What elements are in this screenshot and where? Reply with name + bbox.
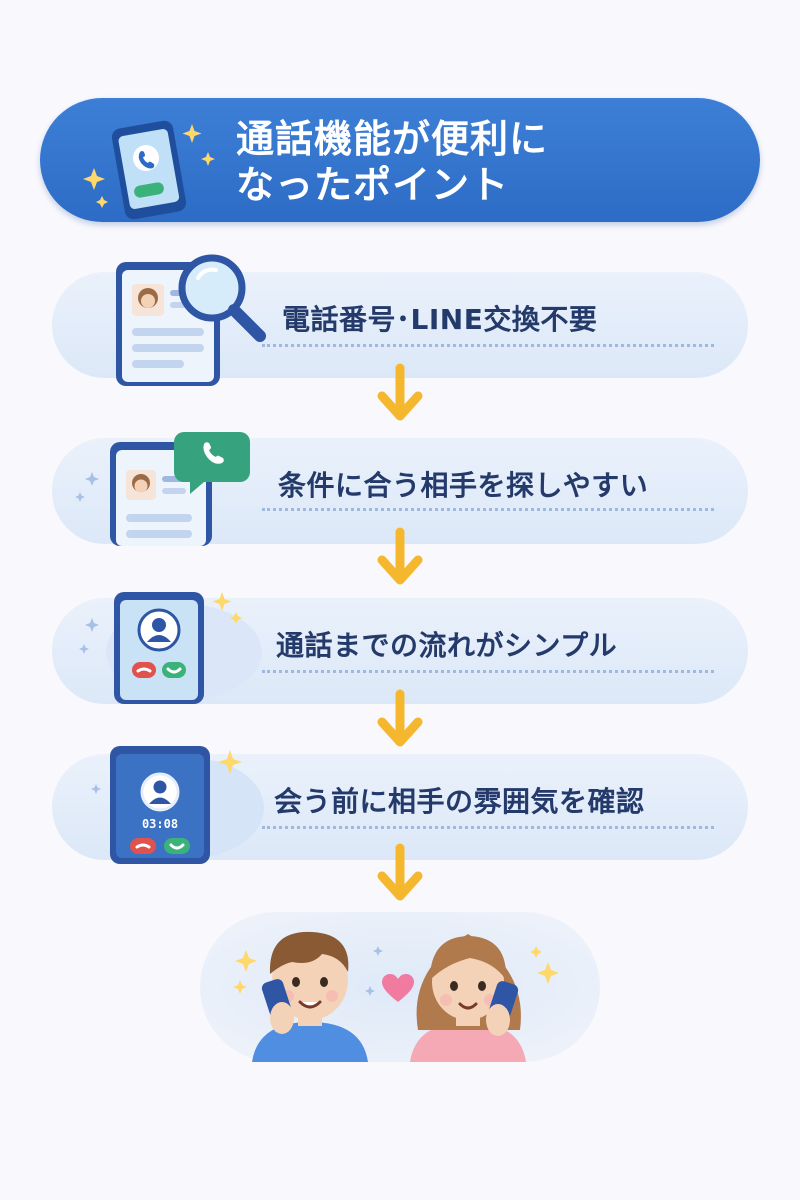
down-arrow-icon — [377, 527, 423, 585]
down-arrow-icon — [377, 363, 423, 421]
page-title: 通話機能が便利に なったポイント — [236, 116, 656, 208]
call-timer: 03:08 — [142, 817, 178, 831]
title-line-1: 通話機能が便利に — [236, 117, 549, 161]
step-label-3: 通話までの流れがシンプル — [276, 629, 618, 662]
step-label-4: 会う前に相手の雰囲気を確認 — [274, 785, 645, 818]
heart-icon — [382, 974, 414, 1002]
title-line-2: なったポイント — [236, 163, 510, 207]
active-call-icon: 03:08 — [91, 746, 264, 864]
couple-on-phones-illustration — [233, 931, 559, 1062]
step-label-2: 条件に合う相手を探しやすい — [278, 469, 649, 502]
down-arrow-icon — [377, 843, 423, 901]
divider-4 — [262, 826, 714, 829]
divider-2 — [262, 508, 714, 511]
chat-profile-icon — [75, 432, 250, 546]
divider-1 — [262, 344, 714, 347]
down-arrow-icon — [377, 689, 423, 747]
divider-3 — [262, 670, 714, 673]
step-label-1: 電話番号･LINE交換不要 — [282, 303, 598, 336]
incoming-call-icon — [79, 592, 262, 704]
profile-search-icon — [116, 254, 266, 386]
phone-call-icon — [83, 120, 215, 220]
